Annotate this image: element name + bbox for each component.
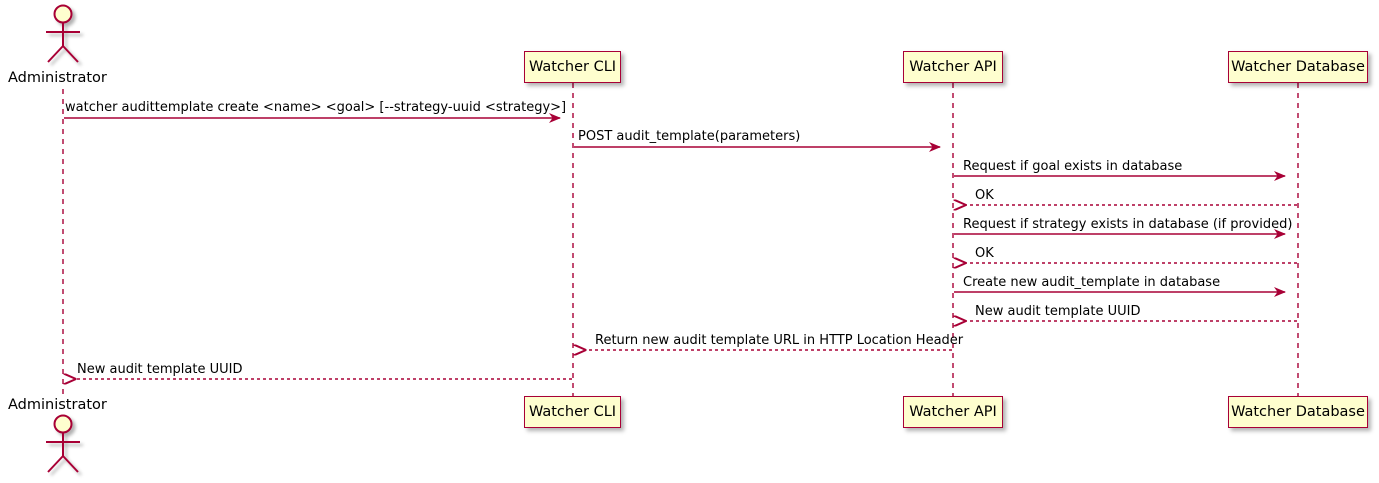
participant-label: Watcher Database <box>1231 58 1365 75</box>
participant-label: Watcher CLI <box>528 403 617 420</box>
participant-foot-watcher-cli[interactable]: Watcher CLI <box>524 396 621 428</box>
lifelines <box>62 83 1299 396</box>
message-label-5: Request if strategy exists in database (… <box>963 217 1293 232</box>
message-label-9: Return new audit template URL in HTTP Lo… <box>595 333 964 348</box>
participant-head-administrator-label[interactable]: Administrator <box>8 70 107 86</box>
message-label-10: New audit template UUID <box>77 362 243 377</box>
actor-head-icon <box>53 414 73 434</box>
participant-label: Watcher API <box>909 58 997 75</box>
message-label-1: watcher audittemplate create <name> <goa… <box>65 100 567 115</box>
participant-head-watcher-cli[interactable]: Watcher CLI <box>524 51 621 83</box>
message-label-7: Create new audit_template in database <box>963 275 1221 290</box>
participant-foot-watcher-api[interactable]: Watcher API <box>903 396 1003 428</box>
participant-label: Watcher API <box>909 403 997 420</box>
actor-leg-left-icon <box>47 45 64 63</box>
message-label-3: Request if goal exists in database <box>963 159 1183 174</box>
participant-label: Watcher CLI <box>528 58 617 75</box>
participant-foot-watcher-database[interactable]: Watcher Database <box>1228 396 1368 428</box>
message-label-2: POST audit_template(parameters) <box>578 129 801 144</box>
message-arrows <box>64 113 1297 379</box>
participant-head-watcher-api[interactable]: Watcher API <box>903 51 1003 83</box>
participant-foot-administrator-label[interactable]: Administrator <box>8 397 107 413</box>
participant-head-watcher-database[interactable]: Watcher Database <box>1228 51 1368 83</box>
message-label-8: New audit template UUID <box>975 304 1141 319</box>
actor-leg-right-icon <box>62 455 79 473</box>
message-label-4: OK <box>975 188 994 203</box>
actor-administrator-bottom <box>46 414 80 473</box>
actor-leg-right-icon <box>62 45 79 63</box>
message-label-6: OK <box>975 246 994 261</box>
actor-administrator-top <box>46 4 80 63</box>
actor-head-icon <box>53 4 73 24</box>
participant-label: Watcher Database <box>1231 403 1365 420</box>
actor-leg-left-icon <box>47 455 64 473</box>
